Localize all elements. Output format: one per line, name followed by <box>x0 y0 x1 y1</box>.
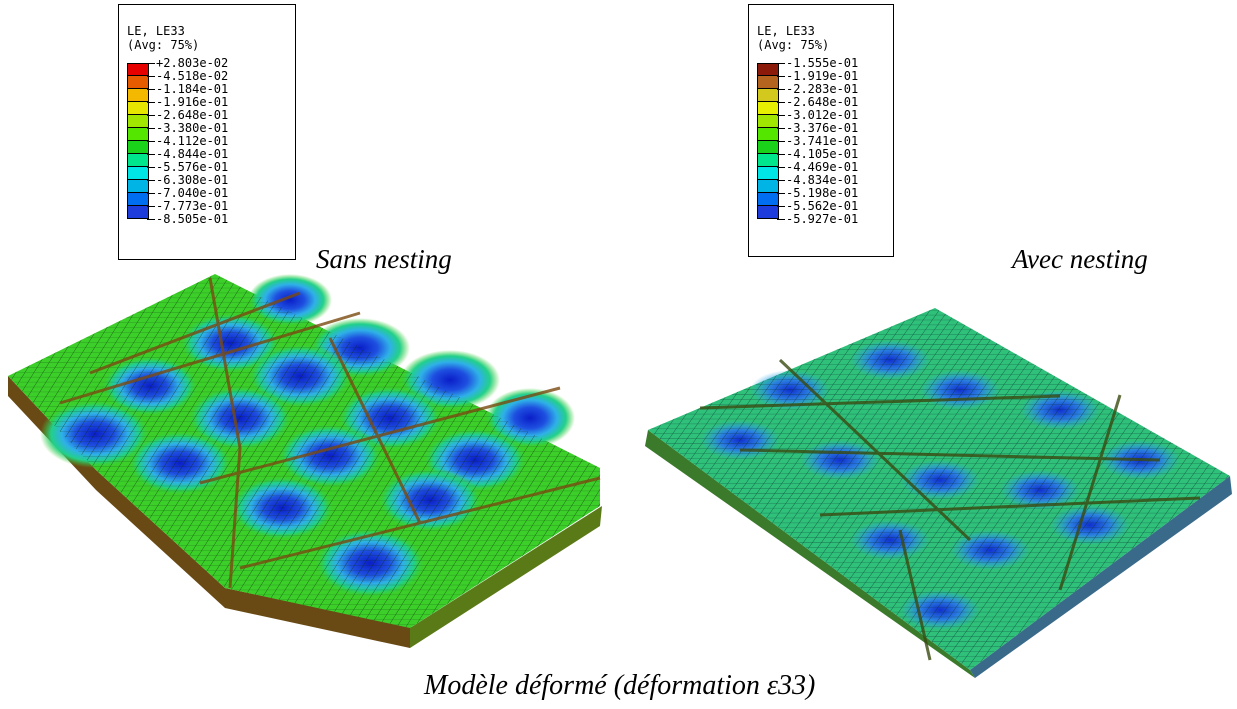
model-side <box>8 376 415 648</box>
legend-swatch <box>758 206 778 219</box>
legend-tick <box>147 154 155 155</box>
legend-value: -5.927e-01 <box>786 212 859 226</box>
legend-tick <box>777 115 785 116</box>
legend-tick <box>147 128 155 129</box>
legend-value: -3.376e-01 <box>786 121 859 135</box>
legend-swatch <box>758 180 778 193</box>
legend-avg: (Avg: 75%) <box>127 38 200 52</box>
legend-tick <box>147 89 155 90</box>
legend-tick <box>147 102 155 103</box>
legend-value: -5.198e-01 <box>786 186 859 200</box>
legend-value: -8.505e-01 <box>156 212 229 226</box>
legend-title: LE, LE33 <box>757 24 815 38</box>
legend-value: -7.773e-01 <box>156 199 229 213</box>
legend-value: -4.834e-01 <box>786 173 859 187</box>
legend-swatch <box>128 167 148 180</box>
legend-value: -4.112e-01 <box>156 134 229 148</box>
legend-left: LE, LE33 (Avg: 75%) +2.803e-02-4.518e-02… <box>118 4 296 260</box>
legend-tick <box>777 206 785 207</box>
legend-swatch <box>128 154 148 167</box>
legend-swatch <box>758 89 778 102</box>
legend-swatch <box>758 154 778 167</box>
legend-tick <box>147 206 155 207</box>
legend-tick <box>777 63 785 64</box>
legend-tick <box>147 63 155 64</box>
legend-swatch <box>128 141 148 154</box>
legend-tick <box>147 76 155 77</box>
legend-value: -3.012e-01 <box>786 108 859 122</box>
legend-value: -3.380e-01 <box>156 121 229 135</box>
legend-tick <box>777 102 785 103</box>
legend-tick <box>147 180 155 181</box>
legend-value: -2.648e-01 <box>786 95 859 109</box>
patch-seams <box>699 358 1201 661</box>
legend-value: -5.562e-01 <box>786 199 859 213</box>
legend-value: -1.184e-01 <box>156 82 229 96</box>
legend-swatch <box>758 193 778 206</box>
legend-swatches <box>127 63 149 219</box>
legend-swatch <box>128 76 148 89</box>
patch-seams <box>59 277 601 589</box>
legend-tick <box>777 180 785 181</box>
legend-tick <box>147 167 155 168</box>
legend-value: -4.844e-01 <box>156 147 229 161</box>
label-avec-nesting: Avec nesting <box>1012 244 1148 274</box>
legend-tick <box>147 115 155 116</box>
legend-tick <box>777 193 785 194</box>
label-sans-nesting: Sans nesting <box>316 244 452 274</box>
legend-tick <box>777 128 785 129</box>
figure-caption: Modèle déformé (déformation ε33) <box>424 670 816 701</box>
legend-swatch <box>128 193 148 206</box>
legend-tick <box>777 89 785 90</box>
legend-tick <box>777 76 785 77</box>
legend-value: -4.469e-01 <box>786 160 859 174</box>
legend-tick <box>147 193 155 194</box>
legend-swatch <box>128 115 148 128</box>
legend-value: -3.741e-01 <box>786 134 859 148</box>
legend-swatch <box>758 63 778 76</box>
legend-tick <box>777 154 785 155</box>
legend-tick <box>147 219 155 220</box>
legend-swatch <box>128 206 148 219</box>
legend-swatch <box>128 89 148 102</box>
legend-swatch <box>128 180 148 193</box>
legend-value: +2.803e-02 <box>156 56 229 70</box>
legend-tick <box>147 141 155 142</box>
model-sans-nesting <box>8 274 602 648</box>
legend-swatch <box>758 128 778 141</box>
legend-value: -2.648e-01 <box>156 108 229 122</box>
legend-swatch <box>128 63 148 76</box>
legend-tick <box>777 141 785 142</box>
legend-value: -7.040e-01 <box>156 186 229 200</box>
model-side <box>645 430 975 678</box>
legend-value: -6.308e-01 <box>156 173 229 187</box>
legend-swatch <box>128 102 148 115</box>
legend-value: -4.105e-01 <box>786 147 859 161</box>
model-avec-nesting <box>645 308 1232 678</box>
legend-value: -1.919e-01 <box>786 69 859 83</box>
model-side <box>410 506 602 648</box>
model-side <box>970 476 1232 678</box>
legend-value: -2.283e-01 <box>786 82 859 96</box>
legend-swatch <box>758 76 778 89</box>
legend-tick <box>777 167 785 168</box>
legend-value: -4.518e-02 <box>156 69 229 83</box>
legend-swatch <box>758 167 778 180</box>
legend-swatch <box>758 102 778 115</box>
legend-title: LE, LE33 <box>127 24 185 38</box>
legend-value: -1.916e-01 <box>156 95 229 109</box>
legend-tick <box>777 219 785 220</box>
legend-swatch <box>758 141 778 154</box>
legend-swatch <box>758 115 778 128</box>
legend-swatch <box>128 128 148 141</box>
legend-right: LE, LE33 (Avg: 75%) -1.555e-01-1.919e-01… <box>748 4 894 257</box>
legend-swatches <box>757 63 779 219</box>
legend-value: -1.555e-01 <box>786 56 859 70</box>
legend-avg: (Avg: 75%) <box>757 38 830 52</box>
legend-value: -5.576e-01 <box>156 160 229 174</box>
